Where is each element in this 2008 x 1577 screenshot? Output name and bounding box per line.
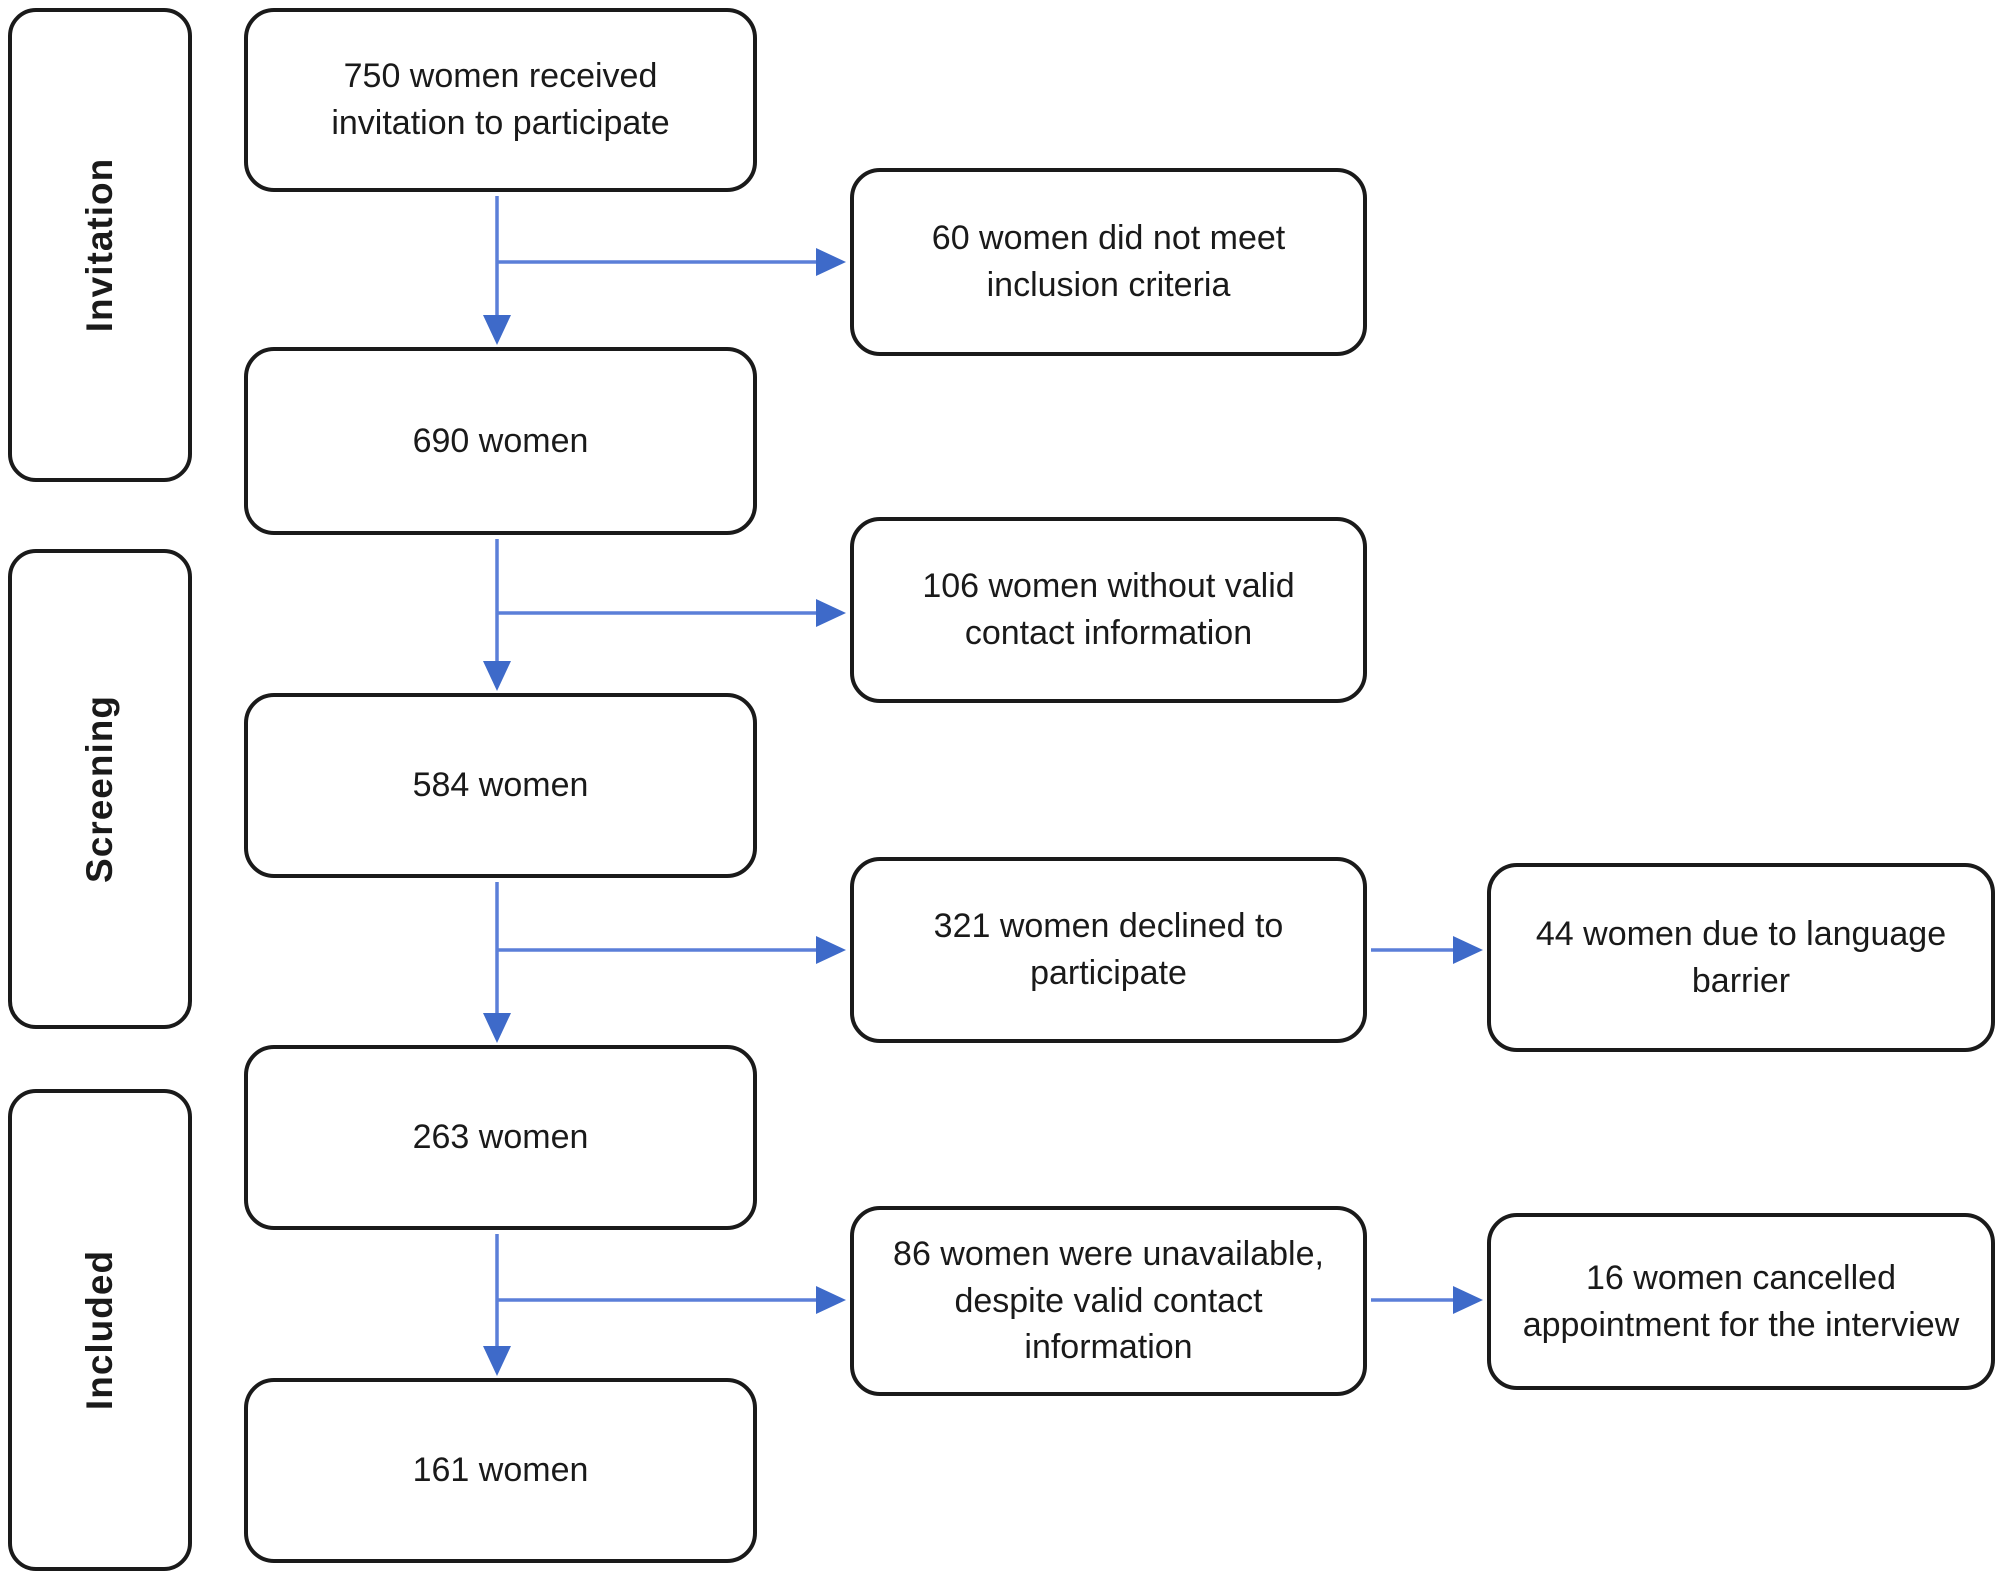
detail-box-16: 16 women cancelled appointment for the i… xyxy=(1487,1213,1995,1390)
exclusion-box-60-text: 60 women did not meet inclusion criteria xyxy=(931,219,1286,304)
main-box-690: 690 women xyxy=(244,347,757,535)
main-box-invited-750: 750 women received invitation to partici… xyxy=(244,8,757,192)
exclusion-box-60: 60 women did not meet inclusion criteria xyxy=(850,168,1367,356)
stage-label-invitation-text: Invitation xyxy=(78,157,120,333)
branch-arrow-to-86 xyxy=(497,1286,846,1314)
main-box-161-text: 161 women xyxy=(412,1451,589,1490)
exclusion-box-106-text: 106 women without valid contact informat… xyxy=(922,567,1295,652)
detail-box-44: 44 women due to language barrier xyxy=(1487,863,1995,1052)
arrow-690-to-584 xyxy=(483,539,511,691)
main-box-invited-750-text: 750 women received invitation to partici… xyxy=(331,57,670,142)
main-box-263: 263 women xyxy=(244,1045,757,1230)
exclusion-box-86: 86 women were unavailable, despite valid… xyxy=(850,1206,1367,1396)
exclusion-box-321-text: 321 women declined to participate xyxy=(933,907,1284,992)
detail-box-16-text: 16 women cancelled appointment for the i… xyxy=(1522,1258,1960,1344)
arrow-584-to-263 xyxy=(483,882,511,1043)
stage-label-included-text: Included xyxy=(79,1249,120,1411)
branch-arrow-to-321 xyxy=(497,936,846,964)
stage-label-screening: Screening xyxy=(8,549,192,1029)
arrow-321-to-44 xyxy=(1371,936,1483,964)
main-box-690-text: 690 women xyxy=(412,421,589,460)
detail-box-44-text: 44 women due to language barrier xyxy=(1535,914,1947,1000)
exclusion-box-86-text: 86 women were unavailable, despite valid… xyxy=(893,1234,1324,1367)
main-box-263-text: 263 women xyxy=(412,1118,589,1157)
stage-label-invitation: Invitation xyxy=(8,8,192,482)
main-box-584-text: 584 women xyxy=(412,766,589,805)
main-box-161: 161 women xyxy=(244,1378,757,1563)
stage-label-included: Included xyxy=(8,1089,192,1571)
exclusion-box-321: 321 women declined to participate xyxy=(850,857,1367,1043)
stage-label-screening-text: Screening xyxy=(79,695,120,883)
branch-arrow-to-106 xyxy=(497,599,846,627)
arrow-750-to-690 xyxy=(483,196,511,345)
branch-arrow-to-60 xyxy=(497,248,846,276)
arrow-86-to-16 xyxy=(1371,1286,1483,1314)
main-box-584: 584 women xyxy=(244,693,757,878)
exclusion-box-106: 106 women without valid contact informat… xyxy=(850,517,1367,703)
arrow-263-to-161 xyxy=(483,1234,511,1376)
